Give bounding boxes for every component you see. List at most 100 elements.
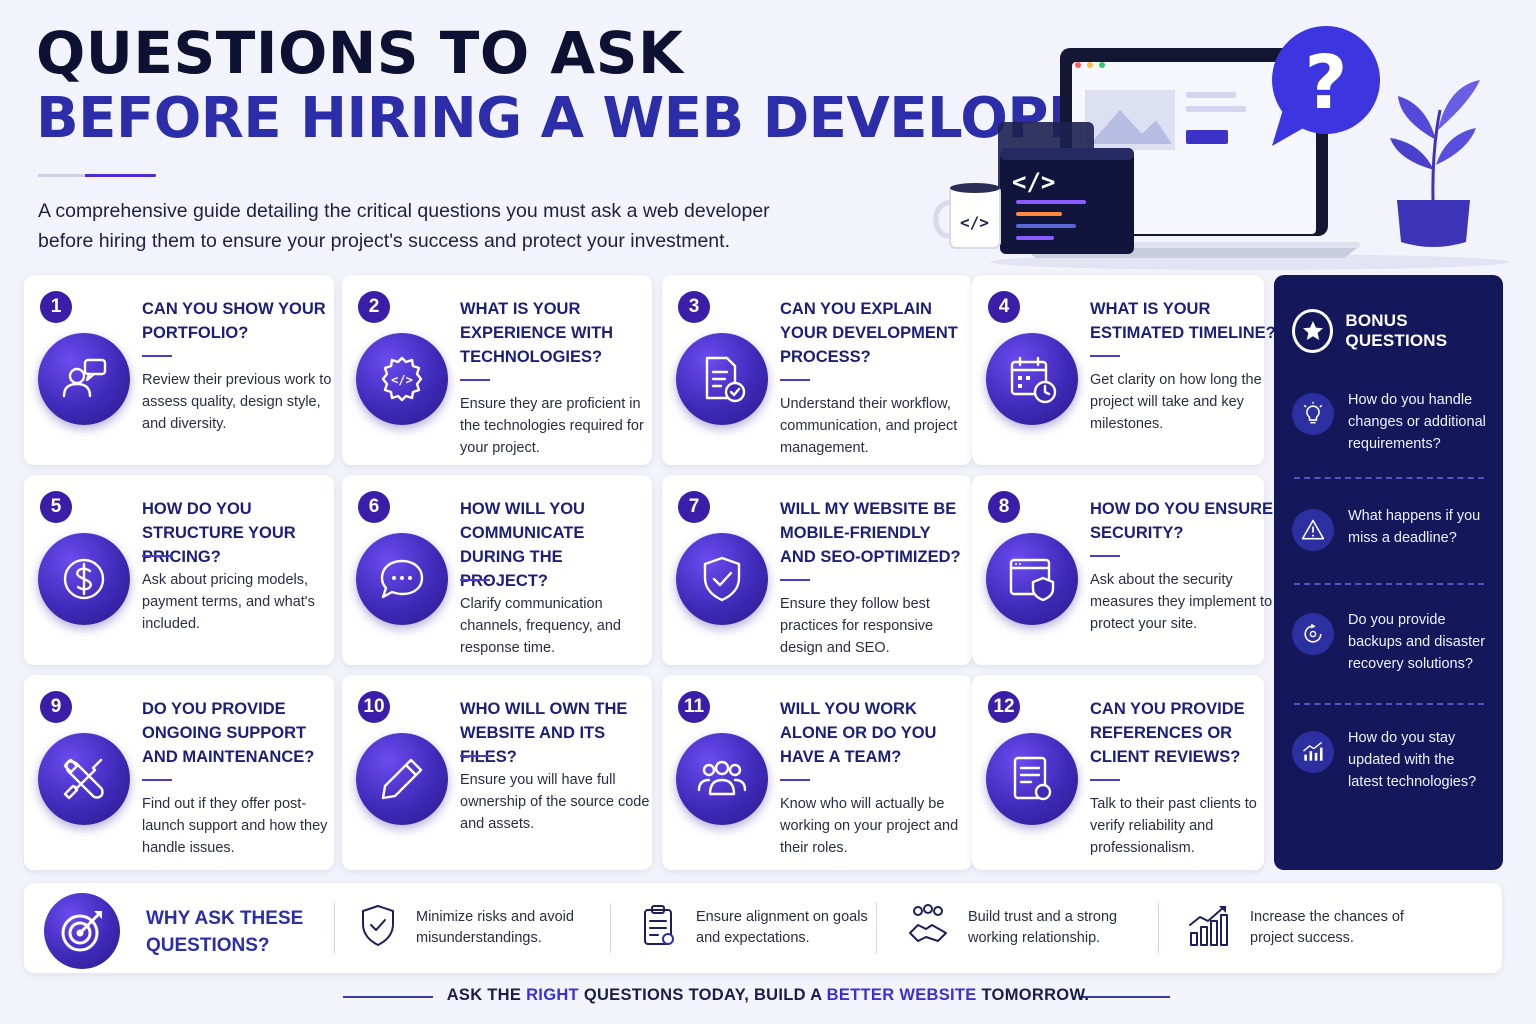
question-card-9: 9 DO YOU PROVIDE ONGOING SUPPORT AND MAI… [24,675,334,870]
question-card-5: 5 HOW DO YOU STRUCTURE YOUR PRICING? Ask… [24,475,334,665]
why-reason-2: Ensure alignment on goals and expectatio… [638,897,876,959]
bonus-title: BONUS QUESTIONS [1345,311,1448,350]
question-card-4: 4 WHAT IS YOUR ESTIMATED TIMELINE? Get c… [972,275,1276,465]
card-title: DO YOU PROVIDE ONGOING SUPPORT AND MAINT… [142,700,315,766]
target-icon [44,893,120,969]
card-description: Find out if they offer post-launch suppo… [142,796,328,856]
svg-text:</>: </> [960,213,989,232]
bonus-divider [1294,477,1484,479]
card-description: Know who will actually be working on you… [780,796,959,856]
why-separator [610,903,611,953]
bonus-question-3: Do you provide backups and disaster reco… [1292,609,1492,675]
question-card-12: 12 CAN YOU PROVIDE REFERENCES OR CLIENT … [972,675,1264,870]
card-description: Ask about pricing models, payment terms,… [142,572,315,632]
tools-icon [38,733,130,825]
document-check-icon [676,333,768,425]
bonus-question-text: How do you handle changes or additional … [1348,392,1486,452]
calendar-clock-icon [986,333,1078,425]
card-title: WHAT IS YOUR EXPERIENCE WITH TECHNOLOGIE… [460,300,614,366]
question-card-6: 6 HOW WILL YOU COMMUNICATE DURING THE PR… [342,475,652,665]
star-icon [1292,309,1334,353]
bonus-question-1: How do you handle changes or additional … [1292,389,1492,455]
card-divider [780,779,810,781]
gear-code-icon: </> [356,333,448,425]
card-description: Review their previous work to assess qua… [142,372,332,432]
footer-line-right [1080,996,1170,998]
bonus-question-text: Do you provide backups and disaster reco… [1348,612,1486,672]
card-description: Ensure they are proficient in the techno… [460,396,644,456]
bonus-divider [1294,703,1484,705]
card-description: Understand their workflow, communication… [780,396,958,456]
card-divider [1090,555,1120,557]
bonus-question-4: How do you stay updated with the latest … [1292,727,1492,793]
svg-text:</>: </> [391,373,413,387]
why-separator [876,903,877,953]
bonus-question-2: What happens if you miss a deadline? [1292,505,1492,551]
question-card-10: 10 WHO WILL OWN THE WEBSITE AND ITS FILE… [342,675,652,870]
question-card-2: 2 </> WHAT IS YOUR EXPERIENCE WITH TECHN… [342,275,652,465]
card-number: 1 [40,291,72,323]
page-subtitle: A comprehensive guide detailing the crit… [38,200,770,252]
question-bubble-icon [1272,26,1380,134]
card-divider [1090,355,1120,357]
warning-icon [1292,509,1334,551]
handshake-icon [906,903,950,954]
why-reason-3: Build trust and a strong working relatio… [906,897,1148,959]
card-title: CAN YOU PROVIDE REFERENCES OR CLIENT REV… [1090,700,1245,766]
card-divider [460,755,490,757]
why-section: WHY ASK THESE QUESTIONS? Minimize risks … [24,883,1502,973]
card-title: WILL MY WEBSITE BE MOBILE-FRIENDLY AND S… [780,500,961,566]
card-number: 6 [358,491,390,523]
footer-line-left [343,996,433,998]
card-number: 3 [678,291,710,323]
card-number: 9 [40,691,72,723]
card-number: 10 [358,691,390,723]
bonus-question-text: What happens if you miss a deadline? [1348,508,1481,546]
question-card-8: 8 HOW DO YOU ENSURE SECURITY? Ask about … [972,475,1273,665]
dollar-icon [38,533,130,625]
card-divider [142,779,172,781]
card-number: 5 [40,491,72,523]
card-divider [1090,779,1120,781]
question-card-7: 7 WILL MY WEBSITE BE MOBILE-FRIENDLY AND… [662,475,972,665]
card-title: CAN YOU SHOW YOUR PORTFOLIO? [142,300,326,342]
card-divider [142,355,172,357]
bonus-question-text: How do you stay updated with the latest … [1348,730,1477,790]
card-number: 2 [358,291,390,323]
why-reason-text: Minimize risks and avoid misunderstandin… [416,909,574,946]
code-icon: </> [1012,168,1055,196]
bonus-divider [1294,583,1484,585]
bonus-panel: BONUS QUESTIONS How do you handle change… [1274,275,1503,870]
lightbulb-icon [1292,393,1334,435]
card-number: 8 [988,491,1020,523]
shield-check-icon [676,533,768,625]
why-separator [1158,903,1159,953]
card-divider [460,579,490,581]
card-divider [460,379,490,381]
card-number: 12 [988,691,1020,723]
card-number: 7 [678,491,710,523]
backup-icon [1292,613,1334,655]
card-description: Ensure you will have full ownership of t… [460,772,650,832]
bar-growth-icon [1186,903,1232,954]
card-description: Get clarity on how long the project will… [1090,372,1262,432]
shield-check-icon [358,903,398,954]
why-reason-1: Minimize risks and avoid misunderstandin… [358,897,596,959]
why-reason-text: Increase the chances of project success. [1250,909,1404,946]
card-title: WHAT IS YOUR ESTIMATED TIMELINE? [1090,300,1276,342]
card-number: 11 [678,691,710,723]
why-reason-4: Increase the chances of project success. [1186,897,1430,959]
card-title: CAN YOU EXPLAIN YOUR DEVELOPMENT PROCESS… [780,300,958,366]
question-card-11: 11 WILL YOU WORK ALONE OR DO YOU HAVE A … [662,675,972,870]
card-description: Ask about the security measures they imp… [1090,572,1273,632]
card-divider [780,579,810,581]
why-reason-text: Build trust and a strong working relatio… [968,909,1118,946]
why-title: WHY ASK THESE QUESTIONS? [146,908,304,956]
card-title: WHO WILL OWN THE WEBSITE AND ITS FILES? [460,700,628,766]
footer-tagline: ASK THE RIGHT QUESTIONS TODAY, BUILD A B… [446,986,1090,1004]
growth-chart-icon [1292,731,1334,773]
card-divider [142,555,172,557]
pencil-icon [356,733,448,825]
card-description: Talk to their past clients to verify rel… [1090,796,1257,856]
card-title: HOW WILL YOU COMMUNICATE DURING THE PROJ… [460,500,585,590]
